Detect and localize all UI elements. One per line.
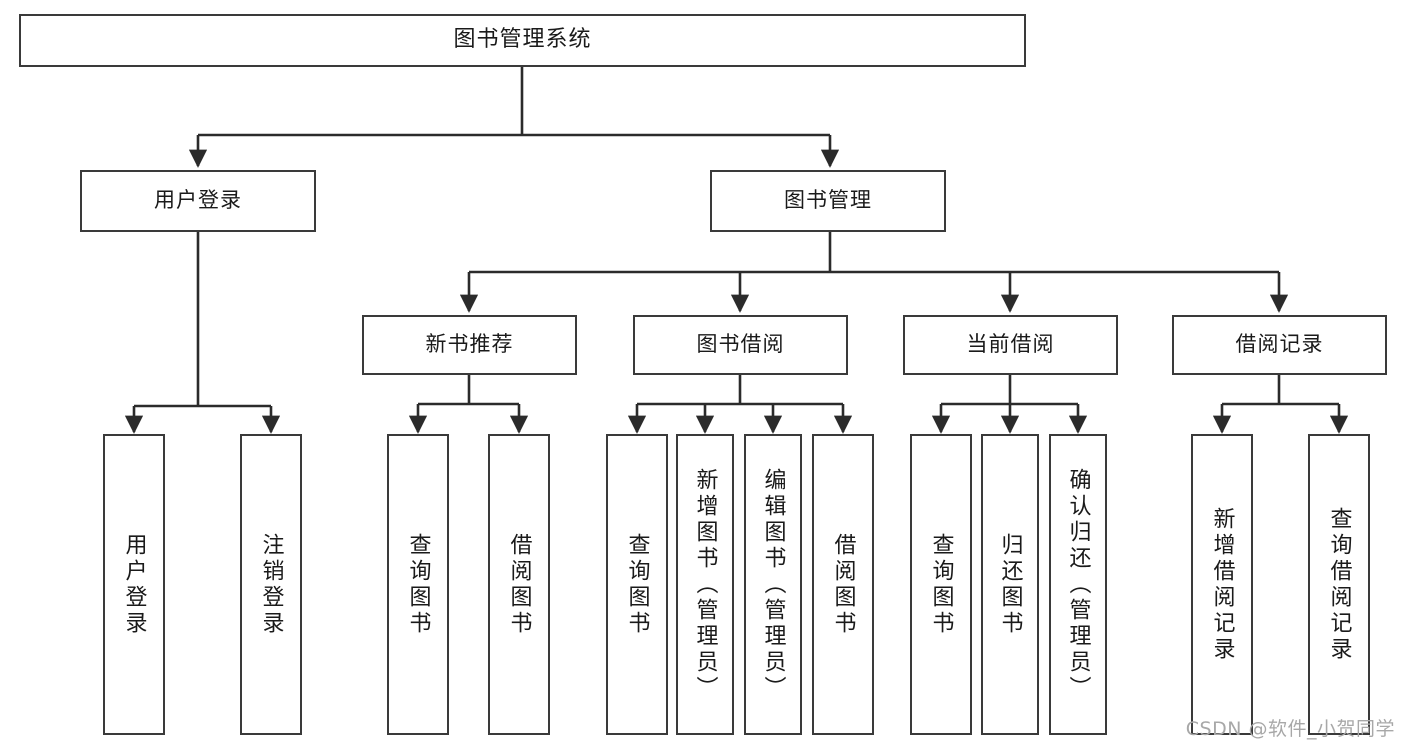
- node-leaf-user-logout[interactable]: 注销登录: [240, 434, 302, 735]
- node-label: 用户登录: [121, 532, 147, 637]
- node-label: 注销登录: [258, 532, 284, 637]
- node-new-book-recommend[interactable]: 新书推荐: [362, 315, 577, 375]
- node-leaf-return-book[interactable]: 归还图书: [981, 434, 1039, 735]
- node-label: 借阅记录: [1235, 332, 1324, 357]
- node-book-borrow[interactable]: 图书借阅: [633, 315, 848, 375]
- node-leaf-edit-book[interactable]: 编辑图书（管理员）: [744, 434, 802, 735]
- node-leaf-user-login[interactable]: 用户登录: [103, 434, 165, 735]
- node-label: 归还图书: [997, 532, 1023, 637]
- node-label: 编辑图书（管理员）: [760, 467, 786, 702]
- node-label: 查询图书: [928, 532, 954, 637]
- node-label: 新增借阅记录: [1209, 506, 1235, 663]
- node-label: 借阅图书: [506, 532, 532, 637]
- node-label: 图书管理: [784, 188, 872, 213]
- node-label: 用户登录: [154, 188, 242, 213]
- node-book-manage[interactable]: 图书管理: [710, 170, 946, 232]
- node-borrow-record[interactable]: 借阅记录: [1172, 315, 1387, 375]
- node-leaf-query-record[interactable]: 查询借阅记录: [1308, 434, 1370, 735]
- node-label: 查询图书: [624, 532, 650, 637]
- node-leaf-query-book-1[interactable]: 查询图书: [387, 434, 449, 735]
- node-label: 图书借阅: [696, 332, 785, 357]
- node-label: 新书推荐: [425, 332, 514, 357]
- node-label: 新增图书（管理员）: [692, 467, 718, 702]
- node-leaf-add-book[interactable]: 新增图书（管理员）: [676, 434, 734, 735]
- node-label: 查询图书: [405, 532, 431, 637]
- node-user-login[interactable]: 用户登录: [80, 170, 316, 232]
- node-leaf-borrow-book-2[interactable]: 借阅图书: [812, 434, 874, 735]
- node-label: 借阅图书: [830, 532, 856, 637]
- node-leaf-add-record[interactable]: 新增借阅记录: [1191, 434, 1253, 735]
- csdn-watermark: CSDN @软件_小贺同学: [1185, 718, 1395, 740]
- node-label: 查询借阅记录: [1326, 506, 1352, 663]
- node-leaf-borrow-book-1[interactable]: 借阅图书: [488, 434, 550, 735]
- node-label: 当前借阅: [966, 332, 1055, 357]
- node-current-borrow[interactable]: 当前借阅: [903, 315, 1118, 375]
- node-label: 图书管理系统: [453, 27, 592, 53]
- node-root-book-management-system[interactable]: 图书管理系统: [19, 14, 1026, 67]
- node-leaf-query-book-3[interactable]: 查询图书: [910, 434, 972, 735]
- node-label: 确认归还（管理员）: [1065, 467, 1091, 702]
- node-leaf-query-book-2[interactable]: 查询图书: [606, 434, 668, 735]
- node-leaf-confirm-return[interactable]: 确认归还（管理员）: [1049, 434, 1107, 735]
